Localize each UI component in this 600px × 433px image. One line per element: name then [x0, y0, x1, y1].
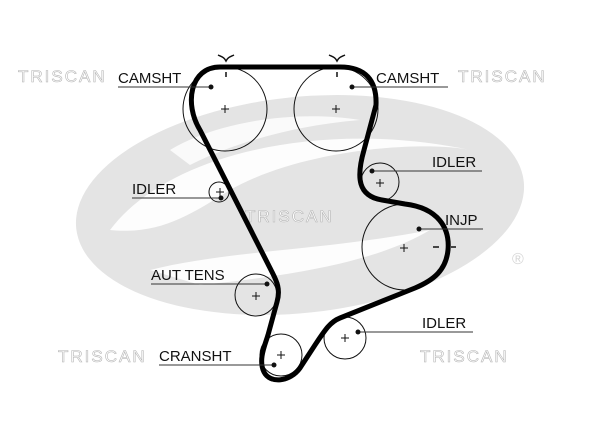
label-auto-tensioner: AUT TENS: [151, 267, 225, 284]
watermark: TRISCAN: [18, 67, 107, 86]
label-idler-bottom: IDLER: [422, 315, 466, 332]
label-injection-pump: INJP: [445, 212, 478, 229]
watermark: TRISCAN: [245, 207, 334, 226]
label-idler-top-right: IDLER: [432, 154, 476, 171]
label-camshaft-right: CAMSHT: [376, 70, 439, 87]
watermark: TRISCAN: [420, 347, 509, 366]
label-camshaft-left: CAMSHT: [118, 70, 181, 87]
watermark: TRISCAN: [58, 347, 147, 366]
registered-mark: ®: [512, 251, 524, 268]
timing-belt: [188, 64, 451, 383]
center-marks: [216, 105, 408, 359]
leader-lines: [118, 86, 483, 366]
leader-dots: [208, 84, 422, 368]
timing-marks: [217, 54, 456, 248]
label-idler-left: IDLER: [132, 181, 176, 198]
label-crankshaft: CRANSHT: [159, 348, 232, 365]
gates-logo: ®: [75, 95, 525, 315]
watermark: TRISCAN: [458, 67, 547, 86]
